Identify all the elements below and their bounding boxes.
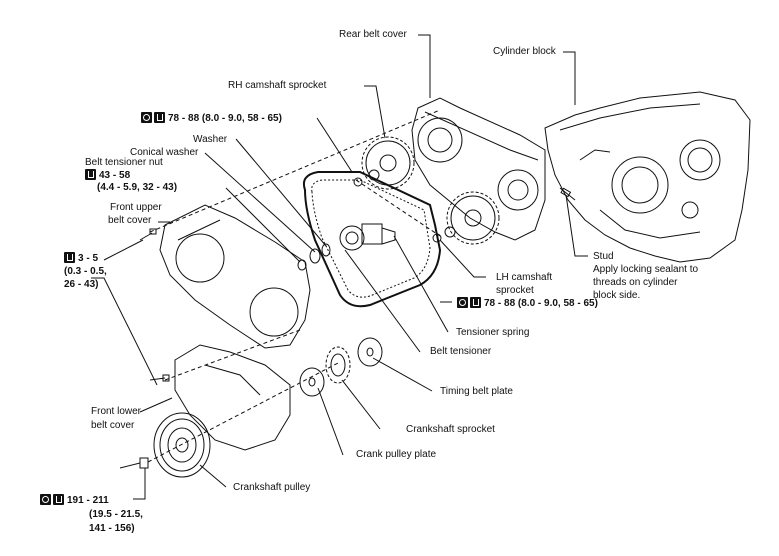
crankshaft-pulley-label: Crankshaft pulley	[233, 482, 311, 493]
torque-wrench-icon	[53, 494, 64, 505]
tensioner-spring-label: Tensioner spring	[456, 327, 530, 338]
crank-pulley-plate-label: Crank pulley plate	[356, 449, 437, 460]
cylinder-block	[544, 91, 751, 263]
crankshaft-pulley	[153, 412, 211, 478]
stud-note-1: Apply locking sealant to	[593, 264, 699, 275]
front-upper-belt-cover	[159, 204, 311, 349]
lh-camshaft-sprocket-label-2: sprocket	[496, 285, 534, 296]
rh-camshaft-sprocket	[353, 136, 415, 190]
timing-belt	[302, 171, 442, 308]
rh-cam-torque-value: 78 - 88 (8.0 - 9.0, 58 - 65)	[168, 113, 282, 124]
crankshaft-sprocket	[325, 346, 351, 384]
pulley-torque-value: 191 - 211	[67, 495, 109, 506]
belt-tensioner-nut-label: Belt tensioner nut	[85, 157, 163, 168]
rh-camshaft-sprocket-label: RH camshaft sprocket	[228, 80, 327, 91]
tensioner-nut-torque-metric: (4.4 - 5.9, 32 - 43)	[97, 182, 178, 193]
torque-wrench-icon	[64, 252, 75, 263]
pulley-torque-metric: (19.5 - 21.5,	[89, 509, 143, 520]
rear-belt-cover	[411, 97, 546, 241]
torque-wrench-icon	[154, 112, 165, 123]
tensioner-nut-torque-value: 43 - 58	[99, 170, 131, 181]
pulley-torque-imperial: 141 - 156)	[89, 523, 135, 534]
torque-wrench-icon	[85, 169, 96, 180]
tighten-icon	[457, 297, 468, 308]
pulley-torque: 191 - 211	[40, 494, 109, 507]
bolts	[119, 228, 170, 469]
cover-bolt-torque-imperial: 26 - 43)	[64, 279, 99, 290]
rh-cam-torque: 78 - 88 (8.0 - 9.0, 58 - 65)	[141, 112, 282, 125]
alignment-lines	[147, 109, 441, 463]
timing-belt-plate-label: Timing belt plate	[440, 386, 513, 397]
tensioner-nut-torque: 43 - 58	[85, 169, 130, 182]
rear-belt-cover-label: Rear belt cover	[339, 29, 407, 40]
crank-pulley-plate	[299, 367, 325, 397]
stud-label: Stud	[593, 251, 614, 262]
belt-tensioner	[339, 223, 396, 251]
cylinder-block-label: Cylinder block	[493, 46, 556, 57]
stud	[559, 187, 576, 201]
lh-camshaft-sprocket	[432, 191, 500, 245]
front-lower-belt-cover-label-1: Front lower	[91, 406, 142, 417]
cover-bolt-torque-metric: (0.3 - 0.5,	[64, 266, 107, 277]
conical-washer-label: Conical washer	[130, 147, 199, 158]
front-upper-belt-cover-label-1: Front upper	[110, 202, 162, 213]
stud-note-3: block side.	[593, 290, 641, 301]
cover-bolt-torque: 3 - 5	[64, 252, 98, 265]
lh-camshaft-sprocket-label-1: LH camshaft	[496, 272, 553, 283]
crankshaft-sprocket-label: Crankshaft sprocket	[406, 424, 495, 435]
torque-wrench-icon	[470, 297, 481, 308]
cover-bolt-torque-value: 3 - 5	[78, 253, 99, 264]
lh-cam-torque: 78 - 88 (8.0 - 9.0, 58 - 65)	[457, 297, 598, 310]
tighten-icon	[40, 494, 51, 505]
leader-lines	[91, 34, 588, 500]
front-lower-belt-cover-label-2: belt cover	[91, 420, 135, 431]
washer-label: Washer	[193, 134, 228, 145]
stud-note-2: threads on cylinder	[593, 277, 678, 288]
front-lower-belt-cover	[174, 344, 291, 451]
tighten-icon	[141, 112, 152, 123]
front-upper-belt-cover-label-2: belt cover	[108, 215, 152, 226]
washer-nut-stack	[297, 243, 331, 271]
belt-tensioner-label: Belt tensioner	[430, 346, 492, 357]
lh-cam-torque-value: 78 - 88 (8.0 - 9.0, 58 - 65)	[484, 298, 598, 309]
timing-belt-plate	[357, 337, 383, 367]
